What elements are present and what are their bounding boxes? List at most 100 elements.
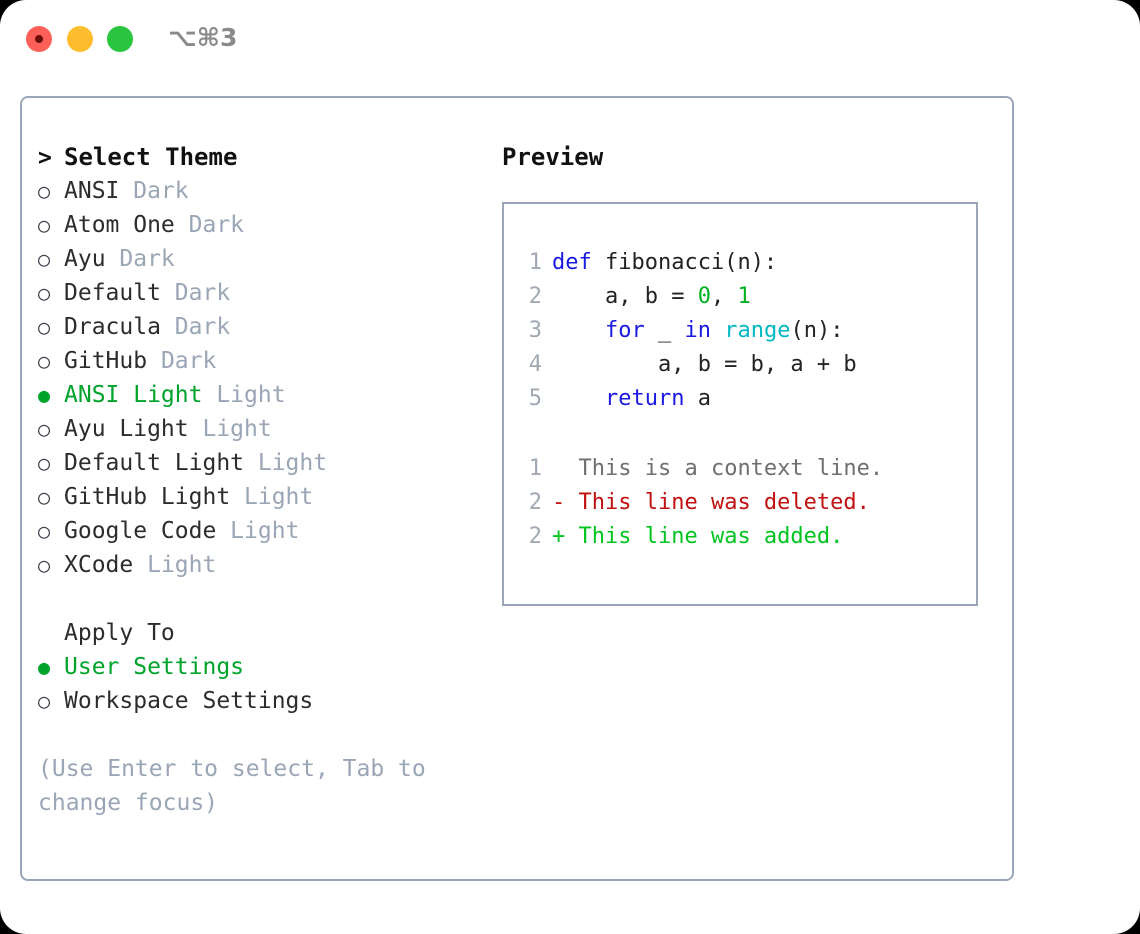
line-number: 2 — [528, 524, 542, 549]
code-token — [552, 386, 605, 411]
radio-selected-icon: ● — [38, 383, 51, 407]
code-token — [711, 318, 724, 343]
code-token: a, b = — [552, 284, 698, 309]
diff-sign: - — [552, 490, 579, 515]
keyboard-hint-text: (Use Enter to select, Tab to change focu… — [38, 756, 426, 816]
theme-list-item[interactable]: ● ANSI Light Light — [38, 378, 498, 412]
theme-list-item[interactable]: ○ XCode Light — [38, 548, 498, 582]
code-token: return — [604, 386, 685, 411]
theme-picker-header: > Select Theme — [38, 140, 498, 174]
theme-kind-badge: Dark — [174, 212, 245, 238]
theme-name: ANSI Light — [64, 382, 203, 408]
radio-unselected-icon: ○ — [38, 315, 51, 339]
theme-kind-badge: Dark — [147, 348, 217, 374]
minimize-button[interactable] — [67, 26, 93, 52]
close-button[interactable] — [26, 26, 52, 52]
apply-to-option[interactable]: ○ Workspace Settings — [38, 684, 498, 718]
diff-text: This line was added. — [578, 524, 844, 549]
theme-name: Google Code — [64, 518, 217, 544]
line-number: 2 — [528, 490, 542, 515]
code-token: def — [552, 250, 592, 275]
code-line: 5 return a — [516, 382, 968, 416]
theme-list-item[interactable]: ○Ayu Dark — [38, 242, 498, 276]
radio-unselected-icon: ○ — [38, 689, 51, 713]
diff-line: 2- This line was deleted. — [516, 486, 968, 520]
theme-kind-badge: Light — [216, 518, 300, 544]
theme-kind-badge: Dark — [160, 280, 231, 306]
apply-to-option[interactable]: ●User Settings — [38, 650, 498, 684]
line-number: 1 — [528, 456, 542, 481]
theme-name: Dracula — [64, 314, 161, 340]
theme-name: ANSI — [64, 178, 120, 204]
radio-unselected-icon: ○ — [38, 213, 51, 237]
page-title: Select Theme — [64, 143, 238, 171]
theme-kind-badge: Light — [202, 382, 286, 408]
line-number: 4 — [528, 352, 542, 377]
code-token: , — [710, 284, 738, 309]
theme-list: ○ANSI Dark○Atom One Dark○Ayu Dark○Defaul… — [38, 174, 498, 582]
diff-sign: + — [552, 524, 579, 549]
diff-text: This line was deleted. — [578, 490, 870, 515]
diff-line: 2 + This line was added. — [516, 520, 968, 554]
radio-unselected-icon: ○ — [38, 247, 51, 271]
theme-name: Default Light — [64, 450, 245, 476]
line-number: 5 — [528, 386, 542, 411]
theme-list-item[interactable]: ○ Default Dark — [38, 276, 498, 310]
code-line: 2 a, b = 0, 1 — [516, 280, 968, 314]
code-token: _ — [644, 318, 685, 343]
theme-list-item[interactable]: ○ Google Code Light — [38, 514, 498, 548]
radio-unselected-icon: ○ — [38, 451, 51, 475]
diff-text: This is a context line. — [578, 456, 884, 481]
preview-title: Preview — [502, 143, 604, 171]
radio-unselected-icon: ○ — [38, 281, 51, 305]
theme-picker-panel: >Select Theme ○ANSI Dark○Atom One Dark○A… — [38, 140, 498, 820]
theme-name: Ayu Light — [64, 416, 189, 442]
theme-name: Default — [64, 280, 161, 306]
radio-unselected-icon: ○ — [38, 553, 51, 577]
theme-kind-badge: Dark — [160, 314, 231, 340]
theme-list-item[interactable]: ○ Ayu Light Light — [38, 412, 498, 446]
code-token: fibonacci(n): — [591, 250, 778, 275]
theme-kind-badge: Light — [244, 450, 328, 476]
code-token: 1 — [737, 284, 751, 309]
apply-to-option-label: Workspace Settings — [64, 688, 314, 714]
code-line: 3 for _ in range(n): — [516, 314, 968, 348]
recording-indicator-icon — [35, 35, 43, 43]
code-token: a — [684, 386, 711, 411]
code-token: for — [604, 318, 645, 343]
line-number: 2 — [528, 284, 542, 309]
code-token: range — [724, 318, 791, 343]
theme-name: Atom One — [64, 212, 175, 238]
theme-list-item[interactable]: ○ Atom One Dark — [38, 208, 498, 242]
theme-name: GitHub — [64, 348, 148, 374]
code-line: 1 def fibonacci(n): — [516, 246, 968, 280]
diff-sample: 1 This is a context line.2- This line wa… — [516, 452, 968, 554]
radio-unselected-icon: ○ — [38, 519, 51, 543]
radio-selected-icon: ● — [38, 655, 51, 679]
diff-sign — [552, 456, 579, 481]
theme-name: XCode — [64, 552, 134, 578]
diff-line: 1 This is a context line. — [516, 452, 968, 486]
theme-list-item[interactable]: ○ Dracula Dark — [38, 310, 498, 344]
theme-list-item[interactable]: ○ Default Light Light — [38, 446, 498, 480]
theme-kind-badge: Light — [133, 552, 217, 578]
theme-kind-badge: Light — [188, 416, 272, 442]
line-number: 3 — [528, 318, 542, 343]
radio-unselected-icon: ○ — [38, 417, 51, 441]
theme-list-item[interactable]: ○GitHub Light Light — [38, 480, 498, 514]
radio-unselected-icon: ○ — [38, 349, 51, 373]
theme-kind-badge: Dark — [105, 246, 175, 272]
content-frame: >Select Theme ○ANSI Dark○Atom One Dark○A… — [20, 96, 1014, 881]
maximize-button[interactable] — [107, 26, 133, 52]
prompt-caret-icon: > — [38, 145, 52, 171]
keyboard-shortcut-label: ⌥⌘3 — [168, 23, 238, 52]
line-number: 1 — [528, 250, 542, 275]
theme-kind-badge: Dark — [119, 178, 189, 204]
theme-list-item[interactable]: ○ GitHub Dark — [38, 344, 498, 378]
apply-to-label: Apply To — [64, 620, 175, 646]
theme-list-item[interactable]: ○ANSI Dark — [38, 174, 498, 208]
